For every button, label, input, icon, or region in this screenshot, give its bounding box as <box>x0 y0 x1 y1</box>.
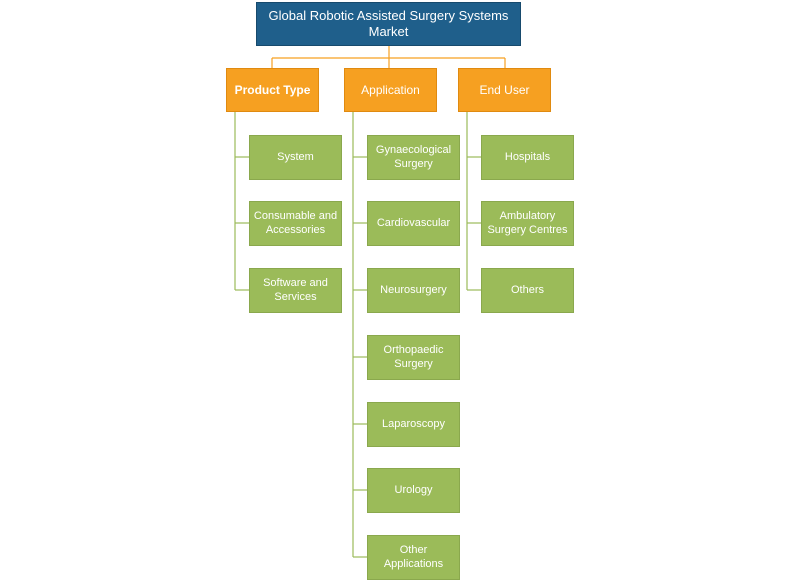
category-product-type: Product Type <box>226 68 319 112</box>
leaf-software-and-services: Software and Services <box>249 268 342 313</box>
leaf-gynaecological-surgery: Gynaecological Surgery <box>367 135 460 180</box>
root-node: Global Robotic Assisted Surgery Systems … <box>256 2 521 46</box>
leaf-hospitals: Hospitals <box>481 135 574 180</box>
leaf-ambulatory-surgery-centres: Ambulatory Surgery Centres <box>481 201 574 246</box>
leaf-connectors <box>234 112 481 558</box>
leaf-urology: Urology <box>367 468 460 513</box>
leaf-others: Others <box>481 268 574 313</box>
leaf-other-applications: Other Applications <box>367 535 460 580</box>
leaf-system: System <box>249 135 342 180</box>
leaf-consumable-and-accessories: Consumable and Accessories <box>249 201 342 246</box>
leaf-laparoscopy: Laparoscopy <box>367 402 460 447</box>
leaf-cardiovascular: Cardiovascular <box>367 201 460 246</box>
leaf-orthopaedic-surgery: Orthopaedic Surgery <box>367 335 460 380</box>
category-application: Application <box>344 68 437 112</box>
category-connectors <box>271 46 506 68</box>
leaf-neurosurgery: Neurosurgery <box>367 268 460 313</box>
category-end-user: End User <box>458 68 551 112</box>
